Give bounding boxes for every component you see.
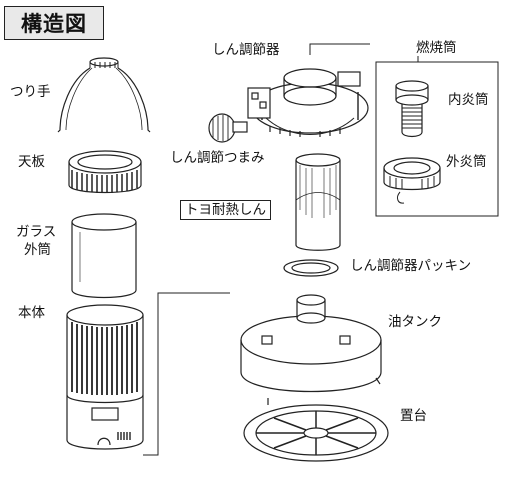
- stand-part: [243, 404, 389, 462]
- combustion-tube-frame: [375, 61, 499, 217]
- page-title: 構造図: [21, 12, 87, 36]
- outer-flame-tube-part: [383, 157, 441, 204]
- label-stand: 置台: [400, 408, 427, 424]
- top-plate-part: [68, 150, 142, 194]
- label-adjuster-packing: しん調節器パッキン: [350, 258, 472, 274]
- label-outer-flame-tube: 外炎筒: [446, 154, 487, 170]
- main-body-part: [66, 304, 144, 450]
- wick-knob-part: [208, 113, 248, 143]
- heat-resistant-wick-part: [295, 153, 341, 251]
- label-wick-knob: しん調節つまみ: [170, 150, 265, 166]
- wick-adjuster-part: [247, 68, 369, 137]
- label-wick-adjuster: しん調節器: [212, 42, 280, 58]
- label-main-body: 本体: [18, 305, 45, 321]
- oil-tank-part: [240, 294, 382, 405]
- glass-cylinder-part: [71, 213, 137, 299]
- label-oil-tank: 油タンク: [388, 314, 442, 330]
- label-handle: つり手: [10, 84, 51, 100]
- label-glass-line1: ガラス: [16, 224, 57, 240]
- label-combustion-tube: 燃焼筒: [416, 40, 457, 56]
- handle-part: [57, 57, 151, 133]
- diagram-title-box: 構造図: [4, 6, 104, 40]
- label-heat-resistant-wick: トヨ耐熱しん: [180, 200, 271, 221]
- label-glass-line2: 外筒: [24, 242, 51, 258]
- label-inner-flame-tube: 内炎筒: [448, 92, 489, 108]
- inner-flame-tube-part: [395, 80, 429, 138]
- adjuster-packing-part: [283, 259, 339, 277]
- label-top-plate: 天板: [18, 154, 45, 170]
